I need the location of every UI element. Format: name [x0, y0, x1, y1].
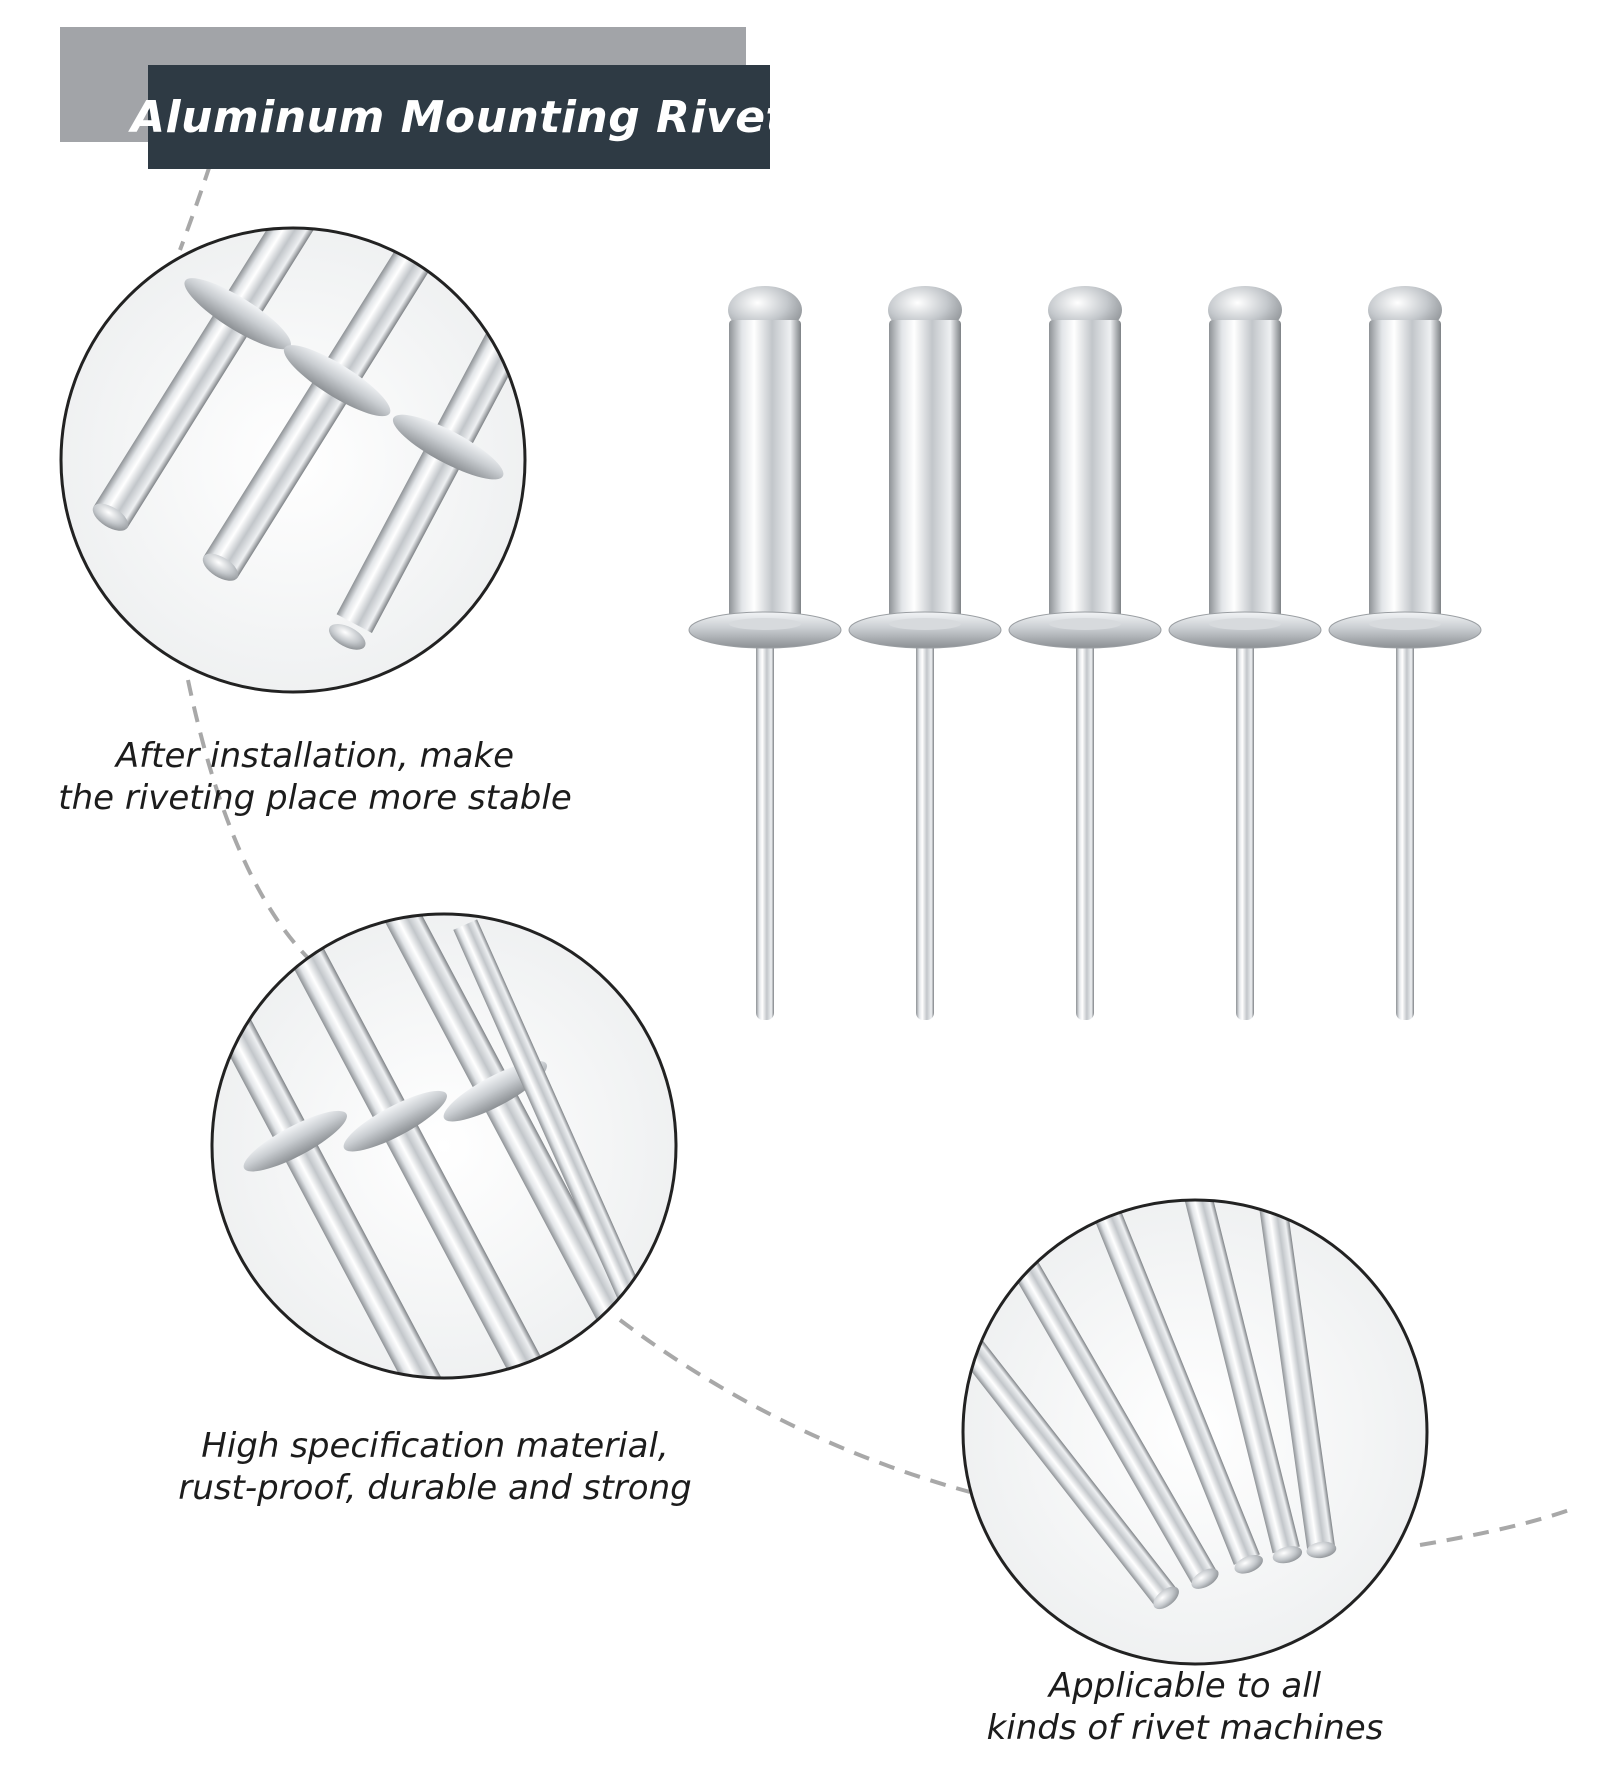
- feature-caption-line: After installation, make: [115, 736, 515, 776]
- feature-caption-line: Applicable to all: [1048, 1666, 1322, 1706]
- rivet-2: [848, 286, 1002, 1020]
- feature-caption-line: High specification material,: [201, 1426, 669, 1466]
- rivet-3: [1008, 286, 1162, 1020]
- feature-caption-stable: After installation, make the riveting pl…: [30, 735, 600, 819]
- rivet-5: [1328, 286, 1482, 1020]
- page-title: Aluminum Mounting Rivet: [131, 65, 787, 169]
- feature-caption-machines: Applicable to all kinds of rivet machine…: [960, 1665, 1410, 1749]
- connector-lower: [618, 1318, 971, 1494]
- connector-top: [178, 164, 212, 251]
- connector-right: [1419, 1506, 1576, 1547]
- rivet-1: [688, 286, 842, 1020]
- feature-caption-material: High specification material, rust-proof,…: [150, 1425, 720, 1509]
- connector-middle: [186, 679, 312, 962]
- feature-caption-line: rust-proof, durable and strong: [178, 1468, 692, 1508]
- feature-caption-line: kinds of rivet machines: [986, 1708, 1384, 1748]
- feature-caption-line: the riveting place more stable: [58, 778, 572, 818]
- rivet-4: [1168, 286, 1322, 1020]
